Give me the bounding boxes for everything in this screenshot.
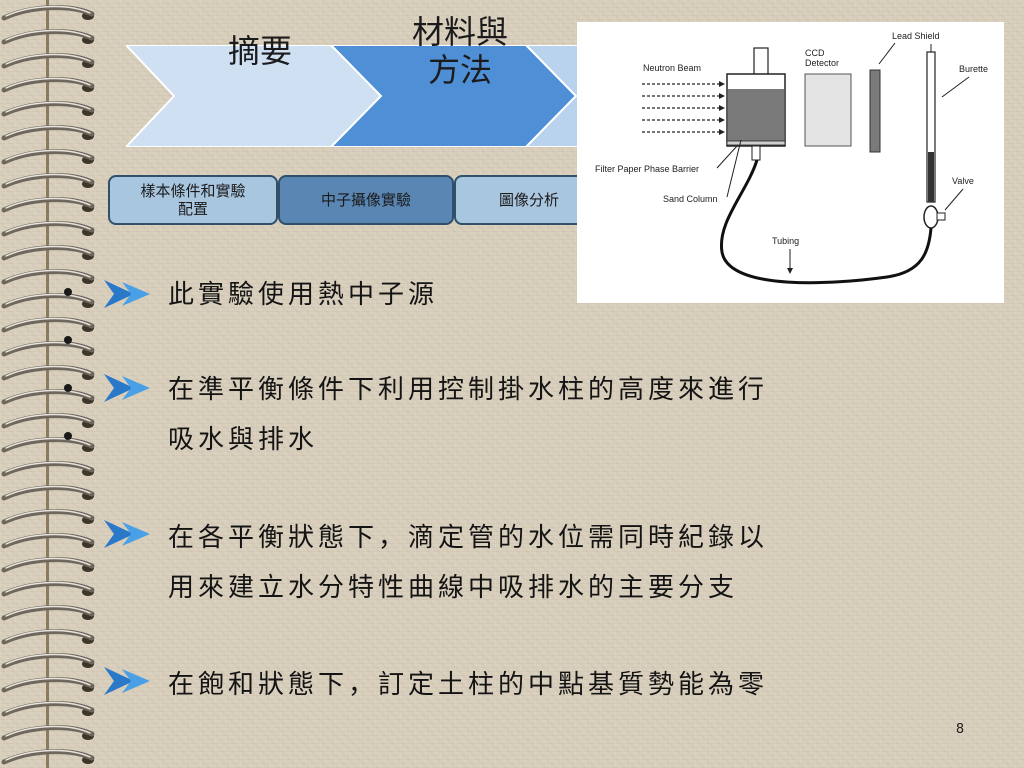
binding-ring	[1, 437, 95, 453]
page-number: 8	[955, 722, 965, 737]
binding-ring	[1, 557, 95, 573]
binding-ring	[1, 509, 95, 525]
binding-ring	[1, 485, 95, 501]
label-tubing: Tubing	[772, 236, 799, 246]
label-valve: Valve	[952, 176, 974, 186]
item-text-4: 在飽和狀態下，訂定土柱的中點基質勢能為零	[168, 670, 769, 700]
binding-ring	[1, 725, 95, 741]
arrow-bullet-icon	[104, 280, 150, 308]
lead-shield	[869, 69, 881, 153]
binding-ring	[1, 245, 95, 261]
item-text-2: 在準平衡條件下利用控制掛水柱的高度來進行 吸水與排水	[168, 375, 769, 455]
binding-ring	[1, 605, 95, 621]
binding-ring	[1, 701, 95, 717]
binding-ring	[1, 101, 95, 117]
label-lead-shield: Lead Shield	[892, 31, 940, 41]
binding-ring	[1, 269, 95, 285]
binding-ring	[1, 365, 95, 381]
chevron-summary[interactable]	[126, 45, 383, 147]
binding-ring	[1, 29, 95, 45]
binding-ring	[1, 221, 95, 237]
binding-ring	[1, 533, 95, 549]
subtab-sample-setup[interactable]: 樣本條件和實驗 配置	[108, 175, 278, 225]
item-text-3: 在各平衡狀態下，滴定管的水位需同時紀錄以 用來建立水分特性曲線中吸排水的主要分支	[168, 523, 769, 603]
setup-diagram: Neutron Beam CCD Detector Lead Shield Bu…	[595, 31, 988, 285]
binding-ring	[1, 149, 95, 165]
binding-ring	[1, 125, 95, 141]
label-ccd-line1: CCD	[805, 48, 825, 58]
binding-ring	[1, 389, 95, 405]
bullet-dot	[64, 432, 72, 440]
spiral-binding	[0, 0, 95, 768]
bullet-dot	[64, 336, 72, 344]
binding-ring	[1, 5, 95, 21]
arrow-bullet-icon	[104, 520, 150, 548]
binding-ring	[1, 677, 95, 693]
binding-ring	[1, 53, 95, 69]
binding-ring	[1, 173, 95, 189]
label-neutron-beam: Neutron Beam	[643, 63, 701, 73]
bullet-dot	[64, 384, 72, 392]
binding-ring	[1, 629, 95, 645]
binding-ring	[1, 293, 95, 309]
item-text-1: 此實驗使用熱中子源	[168, 280, 439, 310]
binding-ring	[1, 317, 95, 333]
process-chevrons	[126, 45, 596, 147]
binding-ring	[1, 749, 95, 765]
valve	[923, 205, 939, 229]
binding-ring	[1, 461, 95, 477]
arrow-bullet-icon	[104, 374, 150, 402]
arrow-bullet-icon	[104, 667, 150, 695]
binding-ring	[1, 341, 95, 357]
label-burette: Burette	[959, 64, 988, 74]
binding-rings	[1, 5, 95, 765]
ccd-detector	[804, 73, 852, 147]
label-ccd-line2: Detector	[805, 58, 839, 68]
chevron-summary-label: 摘要	[227, 32, 292, 70]
chevron-methods[interactable]	[329, 45, 578, 147]
chevron-methods-label: 材料與 方法	[411, 13, 508, 89]
binding-ring	[1, 413, 95, 429]
bullet-dot	[64, 288, 72, 296]
binding-ring	[1, 653, 95, 669]
label-filter-paper: Filter Paper Phase Barrier	[595, 164, 699, 174]
neutron-beam-arrows	[642, 83, 719, 133]
subtab-neutron-imaging[interactable]: 中子攝像實驗	[278, 175, 454, 225]
label-sand-column: Sand Column	[663, 194, 718, 204]
binding-ring	[1, 197, 95, 213]
experiment-setup-figure: Neutron Beam CCD Detector Lead Shield Bu…	[577, 22, 1004, 303]
tubing	[719, 159, 933, 285]
binding-ring	[1, 581, 95, 597]
binding-ring	[1, 77, 95, 93]
